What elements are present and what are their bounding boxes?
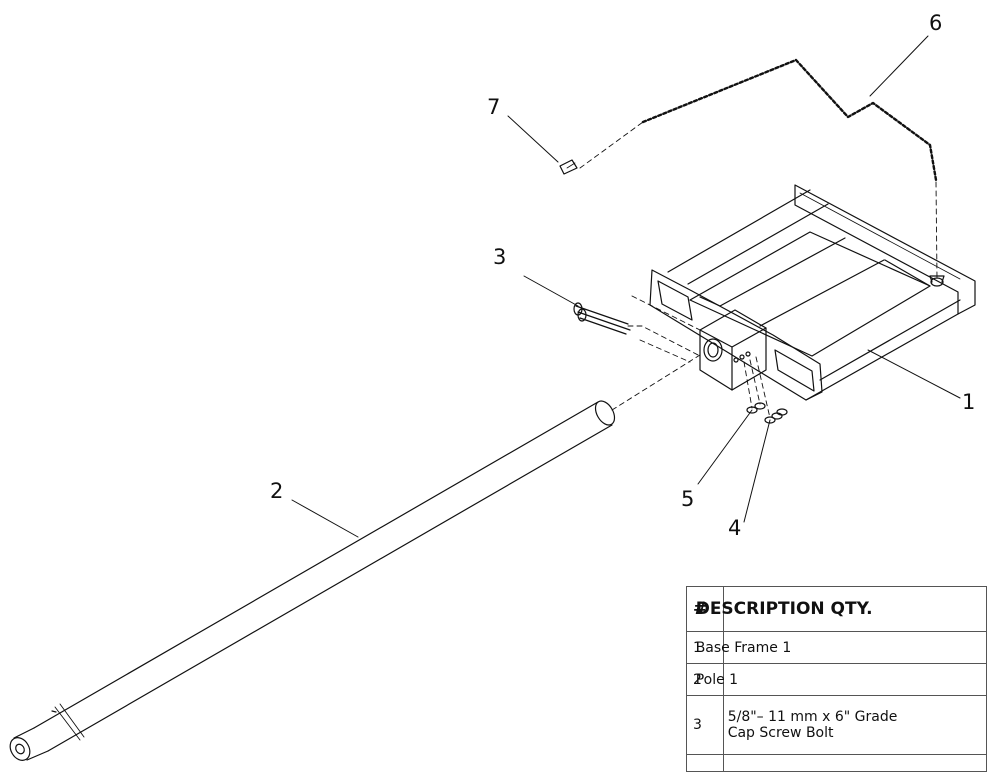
- table-row: [686, 754, 987, 772]
- header-number: #: [686, 586, 724, 632]
- callout-2: 2: [270, 479, 284, 503]
- callout-4: 4: [728, 516, 742, 540]
- callout-6: 6: [929, 11, 943, 35]
- callout-7: 7: [487, 95, 501, 119]
- base-frame-part: [649, 184, 976, 401]
- callout-1: 1: [962, 390, 976, 414]
- row-number: 3: [686, 695, 724, 755]
- cap-screw-bolts-part: [573, 302, 631, 335]
- parts-table: # DESCRIPTION QTY. 1 Base Frame 1 2 Pole…: [686, 586, 987, 772]
- header-description-qty: DESCRIPTION QTY.: [696, 586, 987, 632]
- table-row: 2 Pole 1: [686, 663, 987, 696]
- callout-3: 3: [493, 245, 507, 269]
- parts-table-header: # DESCRIPTION QTY.: [686, 586, 987, 632]
- leader-lines: [291, 35, 961, 538]
- table-row: 3 5/8"– 11 mm x 6" Grade Cap Screw Bolt: [686, 695, 987, 755]
- row-description: 5/8"– 11 mm x 6" Grade Cap Screw Bolt: [722, 695, 987, 755]
- pole-part: [9, 400, 616, 761]
- callout-5: 5: [681, 487, 695, 511]
- clip-part: [559, 159, 578, 175]
- row-description: Base Frame 1: [696, 631, 987, 664]
- chain-part: [641, 58, 938, 182]
- assembly-guide-lines: [579, 121, 938, 419]
- table-row: 1 Base Frame 1: [686, 631, 987, 664]
- row-description: Pole 1: [696, 663, 987, 696]
